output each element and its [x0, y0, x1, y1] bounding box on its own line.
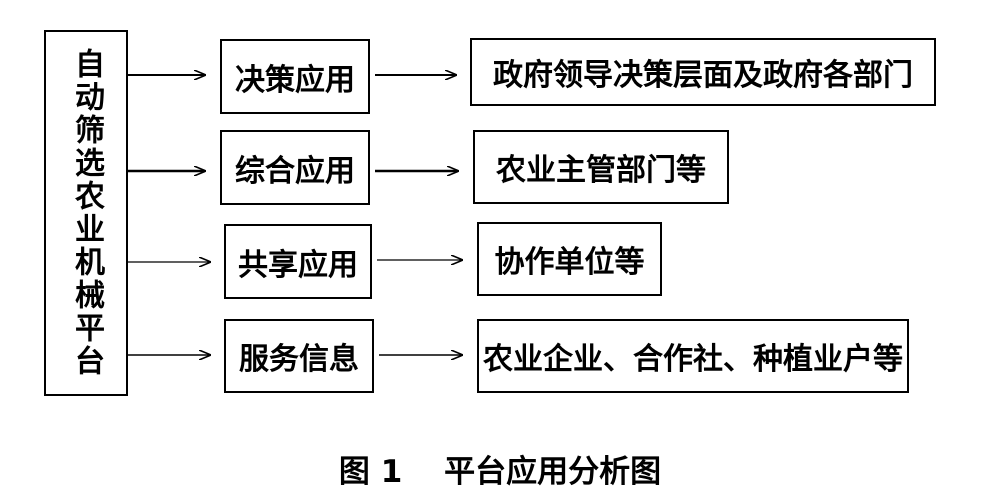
- target-label: 协作单位等: [494, 245, 645, 280]
- target-label: 农业企业、合作社、种植业户等: [483, 342, 903, 377]
- platform-box: 自动筛选农业机械平台: [44, 30, 128, 396]
- target-label: 政府领导决策层面及政府各部门: [493, 58, 913, 93]
- figure-caption: 图 1 平台应用分析图: [338, 454, 662, 490]
- application-label: 决策应用: [235, 62, 355, 98]
- target-box-collaborators: 协作单位等: [477, 222, 662, 296]
- target-box-agri-dept: 农业主管部门等: [473, 130, 729, 204]
- application-box-service: 服务信息: [224, 319, 374, 393]
- application-box-comprehensive: 综合应用: [220, 130, 370, 205]
- application-label: 共享应用: [238, 247, 358, 283]
- target-box-government: 政府领导决策层面及政府各部门: [470, 38, 936, 106]
- platform-label: 自动筛选农业机械平台: [69, 48, 104, 378]
- application-box-sharing: 共享应用: [224, 224, 372, 299]
- application-label: 综合应用: [235, 153, 355, 189]
- application-box-decision: 决策应用: [220, 39, 370, 114]
- target-box-enterprises: 农业企业、合作社、种植业户等: [477, 319, 909, 393]
- application-label: 服务信息: [239, 342, 359, 377]
- target-label: 农业主管部门等: [496, 153, 706, 188]
